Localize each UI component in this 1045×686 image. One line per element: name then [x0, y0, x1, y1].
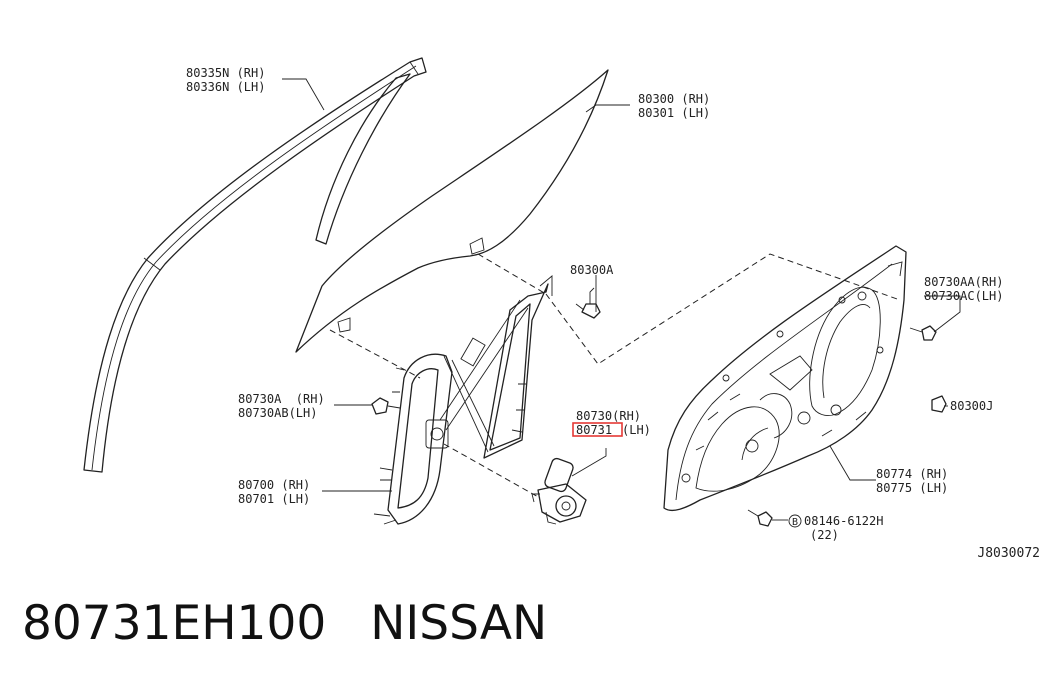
caption: 80731EH100 NISSAN: [22, 596, 591, 651]
callout-80300: 80300 (RH) 80301 (LH): [638, 92, 710, 120]
callout-80774-lh: 80775 (LH): [876, 481, 948, 495]
assembly-lines: [329, 253, 901, 499]
callout-80335-lh: 80336N (LH): [186, 80, 265, 94]
callout-80730: 80730(RH) 80731 (LH): [572, 409, 651, 437]
callout-80730aa: 80730AA(RH) 80730AC(LH): [924, 275, 1003, 303]
plug-80300j: [931, 395, 947, 413]
leader-lines: [282, 78, 961, 521]
callout-80300a-label: 80300A: [570, 263, 614, 277]
window-regulator: [373, 275, 553, 525]
callout-80730a-rh: 80730A (RH): [238, 392, 325, 406]
callout-80335-rh: 80335N (RH): [186, 66, 265, 80]
bolt-80730a: [371, 397, 401, 415]
callout-80300a: 80300A: [570, 263, 614, 277]
callout-80730a: 80730A (RH) 80730AB(LH): [238, 392, 325, 420]
door-glass: [295, 69, 609, 353]
parts-diagram: 80335N (RH) 80336N (LH) 80300 (RH) 80301…: [83, 57, 1040, 561]
circled-b-icon: [788, 514, 802, 528]
door-module-panel: [663, 245, 907, 512]
caption-brand: NISSAN: [370, 596, 548, 651]
callout-08146-part: 08146-6122H: [804, 514, 883, 528]
callout-80700: 80700 (RH) 80701 (LH): [238, 478, 310, 506]
bolt-08146: [747, 509, 773, 527]
caption-part-number: 80731EH100: [22, 596, 327, 651]
callout-80300-rh: 80300 (RH): [638, 92, 710, 106]
callout-08146-symbol: B: [792, 517, 798, 528]
callout-08146-qty: (22): [810, 528, 839, 542]
door-sash-weatherstrip: [83, 57, 427, 473]
highlight-box: [572, 422, 623, 437]
callout-80731-suffix: (LH): [622, 423, 651, 437]
clip-80730aa: [909, 325, 937, 341]
callout-80700-rh: 80700 (RH): [238, 478, 310, 492]
callout-80730-rh: 80730(RH): [576, 409, 641, 423]
callout-80300-lh: 80301 (LH): [638, 106, 710, 120]
window-motor: [531, 457, 587, 525]
callout-80731-part: 80731: [576, 423, 612, 437]
callout-80730aa-rh: 80730AA(RH): [924, 275, 1003, 289]
callout-80300j: 80300J: [950, 399, 993, 413]
diagram-code: J8030072: [977, 546, 1040, 561]
callout-80774: 80774 (RH) 80775 (LH): [876, 467, 948, 495]
callout-80730aa-lh: 80730AC(LH): [924, 289, 1003, 303]
callout-08146: B 08146-6122H (22): [788, 514, 883, 542]
callout-80774-rh: 80774 (RH): [876, 467, 948, 481]
callout-80335: 80335N (RH) 80336N (LH): [186, 66, 265, 94]
callout-80300j-label: 80300J: [950, 399, 993, 413]
callout-80700-lh: 80701 (LH): [238, 492, 310, 506]
callout-80730a-lh: 80730AB(LH): [238, 406, 317, 420]
bolt-80300a: [575, 287, 601, 319]
